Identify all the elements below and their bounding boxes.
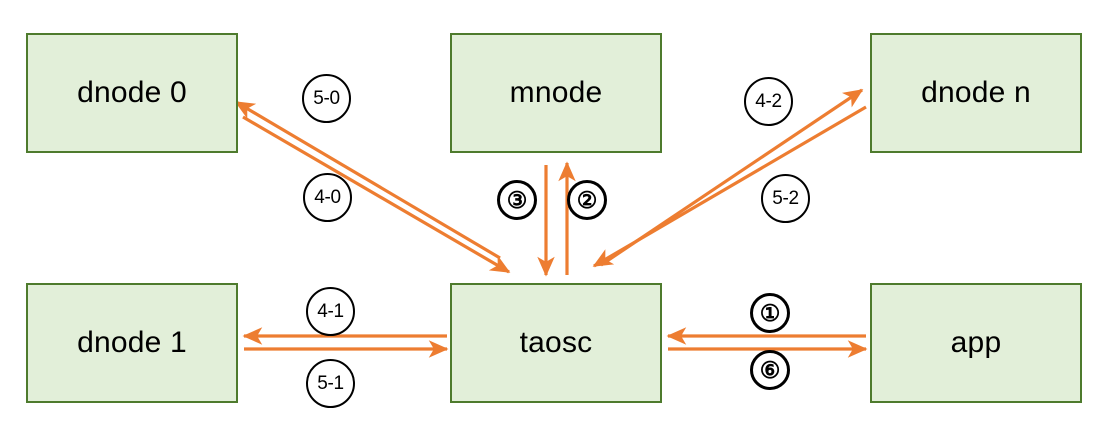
edge-badge-4-2: 4-2 <box>744 77 793 126</box>
edge-badge-4-1: 4-1 <box>306 287 355 336</box>
node-dnode-1-label: dnode 1 <box>77 326 187 359</box>
edge-badge-5-2: 5-2 <box>761 174 810 223</box>
node-dnode-n-label: dnode n <box>921 76 1031 109</box>
edge-badge-3: ③ <box>497 180 537 220</box>
node-dnode-n[interactable]: dnode n <box>870 33 1082 153</box>
edge-badge-4-0: 4-0 <box>303 173 352 222</box>
node-taosc-label: taosc <box>519 326 593 359</box>
node-taosc[interactable]: taosc <box>450 283 662 403</box>
node-app[interactable]: app <box>870 283 1082 403</box>
node-mnode[interactable]: mnode <box>450 33 662 153</box>
node-app-label: app <box>950 326 1002 359</box>
edge-badge-6: ⑥ <box>750 350 790 390</box>
node-dnode-0-label: dnode 0 <box>77 76 187 109</box>
node-dnode-0[interactable]: dnode 0 <box>26 33 238 153</box>
edge-badge-5-1: 5-1 <box>306 359 355 408</box>
edge-badge-5-0: 5-0 <box>302 74 351 123</box>
node-dnode-1[interactable]: dnode 1 <box>26 283 238 403</box>
edge-badge-2: ② <box>567 180 607 220</box>
edge-badge-1: ① <box>750 293 790 333</box>
node-mnode-label: mnode <box>509 76 603 109</box>
